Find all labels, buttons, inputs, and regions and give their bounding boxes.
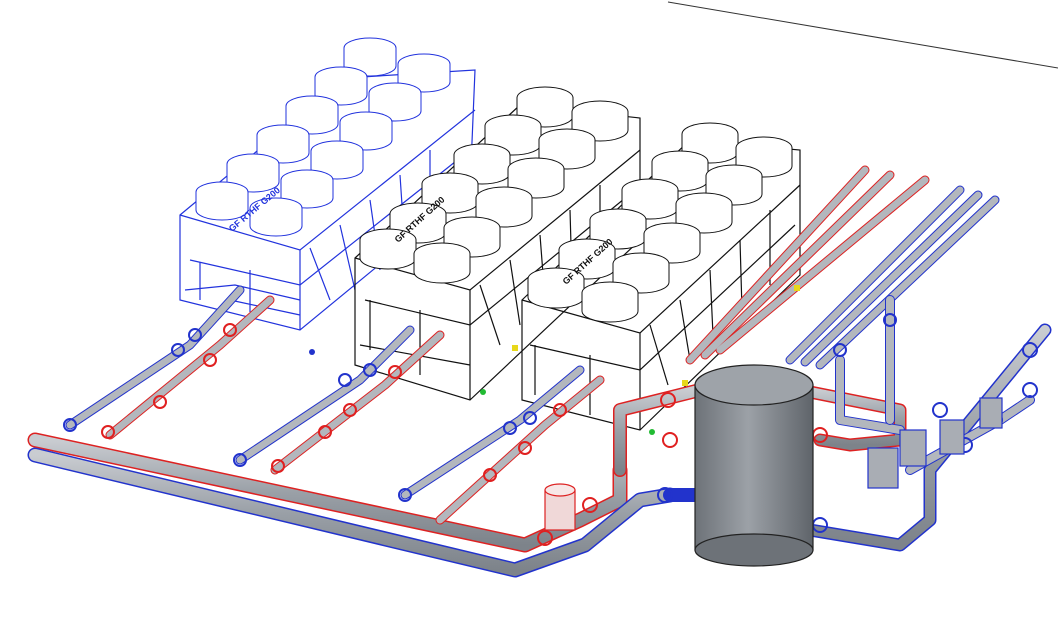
chiller-2-fans — [359, 86, 629, 284]
pump-group — [867, 397, 1003, 489]
chiller-1-fans — [195, 37, 451, 237]
buffer-tank — [694, 364, 814, 567]
expansion-vessel — [544, 483, 576, 531]
status-indicators — [309, 285, 800, 435]
chiller-unit-3 — [521, 139, 801, 431]
riser-pipes — [685, 165, 1000, 370]
horizon-line — [667, 1, 1058, 69]
chiller-3-fans — [527, 122, 793, 323]
header-pipes — [27, 285, 1052, 578]
